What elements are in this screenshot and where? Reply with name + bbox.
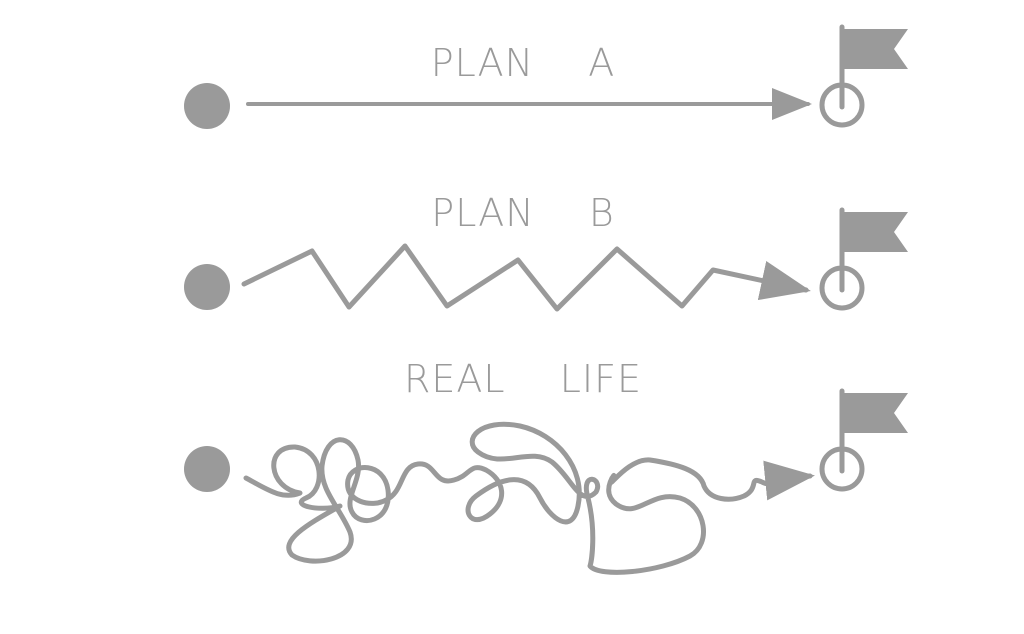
goal-flag-icon <box>822 27 908 125</box>
goal-flag-icon <box>822 210 908 308</box>
plan-a-label: PLAN A <box>431 41 616 85</box>
start-point-icon <box>184 446 230 492</box>
goal-flag-icon <box>822 391 908 489</box>
tangled-path-arrow <box>243 421 815 575</box>
row-real-life: REAL LIFE <box>184 357 908 575</box>
row-plan-a: PLAN A <box>184 27 908 129</box>
plan-b-label: PLAN B <box>431 191 614 235</box>
start-point-icon <box>184 83 230 129</box>
start-point-icon <box>184 264 230 310</box>
row-plan-b: PLAN B <box>184 191 908 312</box>
real-life-label: REAL LIFE <box>404 357 642 401</box>
zigzag-path-arrow <box>241 243 811 312</box>
